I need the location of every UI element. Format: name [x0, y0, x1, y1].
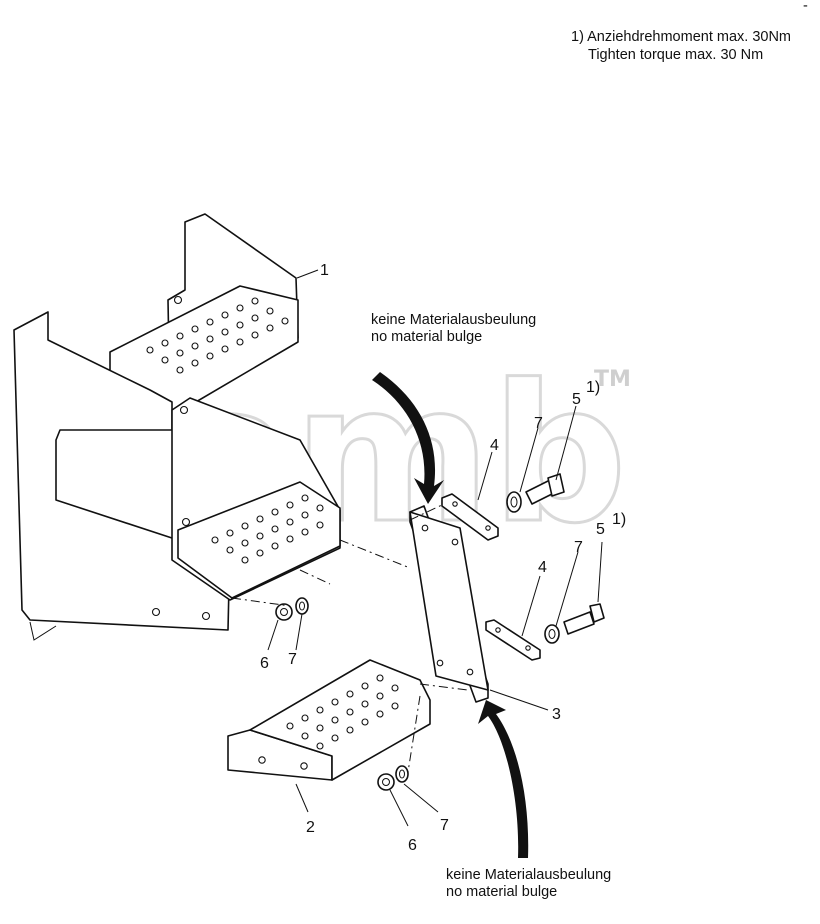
washer-upper-7: [506, 491, 522, 513]
lower-tread: [177, 481, 341, 599]
step-tread-perforations: [286, 674, 399, 750]
label-part-7-lower: 7: [574, 539, 583, 556]
label-part-3: 3: [552, 706, 561, 723]
bolt-lower-5-shank: [563, 611, 595, 635]
corner-mark: -: [803, 0, 808, 14]
label-part-5-lower-note: 1): [612, 511, 626, 528]
lower-tread-perforations: [211, 494, 324, 564]
leader-lines: [267, 269, 603, 827]
side-hole-2: [201, 611, 211, 621]
upper-tread-perforations: [146, 297, 289, 374]
bolt-upper-5-head: [547, 473, 565, 497]
assembly-axes: [231, 503, 469, 773]
label-part-1: 1: [320, 262, 329, 279]
label-part-5-upper: 5: [572, 391, 581, 408]
torque-note-de: 1) Anziehdrehmoment max. 30Nm: [571, 29, 791, 45]
nut-6-b: [377, 773, 395, 791]
part-number-labels: 1 3 4 7 5 1) 4 7 5 1) 6 7 2 6 7: [260, 262, 626, 854]
torque-note: 1) Anziehdrehmoment max. 30Nm Tighten to…: [571, 29, 791, 63]
washer-7-a: [295, 597, 309, 615]
step-assembly-part-1: [13, 213, 341, 641]
callout-bottom-de: keine Materialausbeulung: [446, 867, 611, 883]
lower-hole: [181, 517, 191, 527]
callout-top: keine Materialausbeulung no material bul…: [371, 312, 536, 345]
step-part-2: [227, 659, 431, 781]
torque-note-en: Tighten torque max. 30 Nm: [588, 47, 763, 63]
washer-7-b: [395, 765, 409, 783]
label-part-7-a: 7: [288, 651, 297, 668]
label-part-4-upper: 4: [490, 437, 499, 454]
washer-lower-7: [544, 624, 560, 644]
label-part-7-upper: 7: [534, 415, 543, 432]
nut-washer-part1: [275, 597, 309, 621]
strap-part-4-lower: [485, 619, 541, 661]
arrow-bottom: [478, 700, 529, 858]
step-tread: [249, 659, 431, 781]
label-part-6-b: 6: [408, 837, 417, 854]
nut-washer-part2: [377, 765, 409, 791]
bolt-group-upper: [506, 473, 565, 513]
label-part-4-lower: 4: [538, 559, 547, 576]
nut-6-a: [275, 603, 293, 621]
callout-top-de: keine Materialausbeulung: [371, 312, 536, 328]
label-part-7-b: 7: [440, 817, 449, 834]
callout-bottom: keine Materialausbeulung no material bul…: [446, 867, 611, 900]
plate-face: [409, 511, 489, 691]
bolt-lower-5-head: [589, 603, 605, 623]
side-hole-1: [151, 607, 161, 617]
callout-top-en: no material bulge: [371, 329, 482, 345]
upper-hole: [173, 295, 183, 305]
label-part-5-upper-note: 1): [586, 379, 600, 396]
label-part-5-lower: 5: [596, 521, 605, 538]
mid-hole: [179, 405, 189, 415]
callout-bottom-en: no material bulge: [446, 884, 557, 900]
label-part-2: 2: [306, 819, 315, 836]
arrow-top: [372, 372, 444, 504]
bolt-group-lower: [544, 603, 605, 644]
watermark-tm: TM: [594, 367, 631, 392]
plate-part-3: [409, 505, 489, 703]
label-part-6-a: 6: [260, 655, 269, 672]
side-plate-edge: [29, 621, 57, 641]
